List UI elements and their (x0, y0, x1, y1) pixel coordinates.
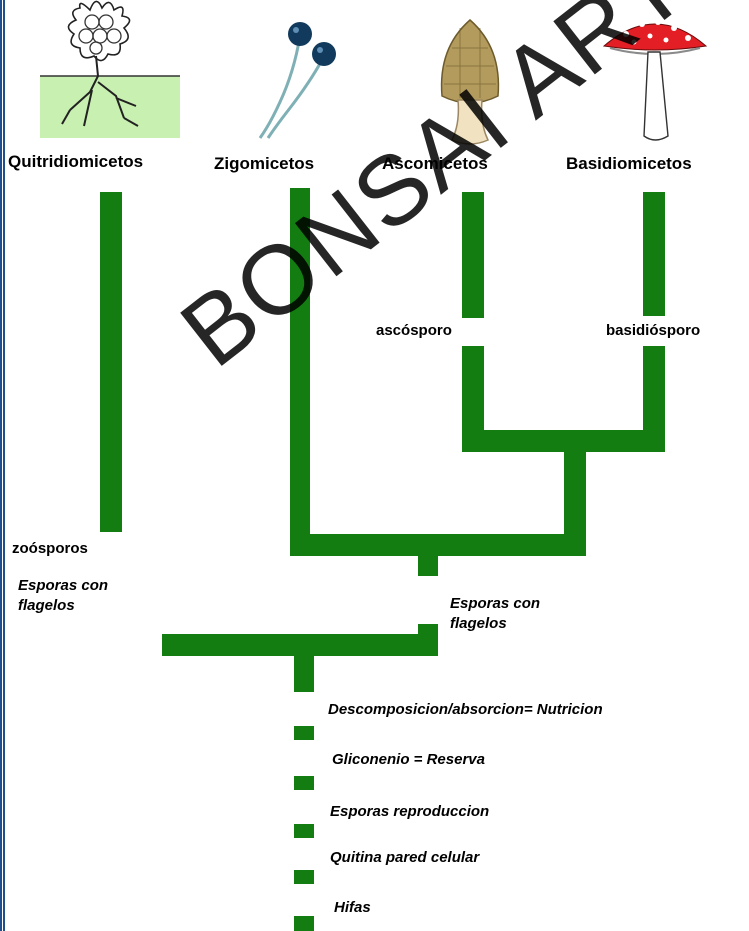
synapomorphy-reserva: Gliconenio = Reserva (332, 750, 485, 770)
branch-ascomicetos-upper (462, 192, 484, 318)
label-basidiosporo: basidiósporo (606, 322, 700, 339)
branch-basidiomicetos-upper (643, 192, 665, 316)
node-zigo-dikarya (290, 534, 586, 556)
tick-reserva (294, 776, 314, 790)
taxon-quitridiomicetos: Quitridiomicetos (8, 152, 143, 172)
label-ascosporo: ascósporo (376, 322, 452, 339)
left-border (0, 0, 6, 931)
stem-zigo-dikarya (418, 556, 438, 576)
label-zoosporos: zoósporos (12, 540, 88, 557)
label-esporas-flagelos-center-2: flagelos (450, 614, 507, 634)
taxon-basidiomicetos: Basidiomicetos (566, 154, 692, 174)
synapomorphy-esporas: Esporas reproduccion (330, 802, 489, 822)
branch-ascomicetos-lower (462, 346, 484, 438)
stem-asco-basidio (564, 452, 586, 542)
taxon-zigomicetos: Zigomicetos (214, 154, 314, 174)
label-esporas-flagelos-left-2: flagelos (18, 596, 75, 616)
quitridiomicetos-illustration (40, 0, 180, 138)
zigomicetos-illustration (250, 12, 350, 140)
tick-nutricion (294, 726, 314, 740)
branch-quitridiomicetos (100, 192, 122, 532)
label-esporas-flagelos-left-1: Esporas con (18, 576, 108, 596)
root-node (162, 634, 438, 656)
synapomorphy-hifas: Hifas (334, 898, 371, 918)
branch-basidiomicetos-lower (643, 346, 665, 438)
root-stem (294, 656, 314, 692)
label-esporas-flagelos-center-1: Esporas con (450, 594, 540, 614)
synapomorphy-quitina: Quitina pared celular (330, 848, 479, 868)
tick-hifas (294, 916, 314, 931)
tick-quitina (294, 870, 314, 884)
tick-esporas (294, 824, 314, 838)
node-asco-basidio (462, 430, 665, 452)
synapomorphy-nutricion: Descomposicion/absorcion= Nutricion (328, 700, 603, 720)
